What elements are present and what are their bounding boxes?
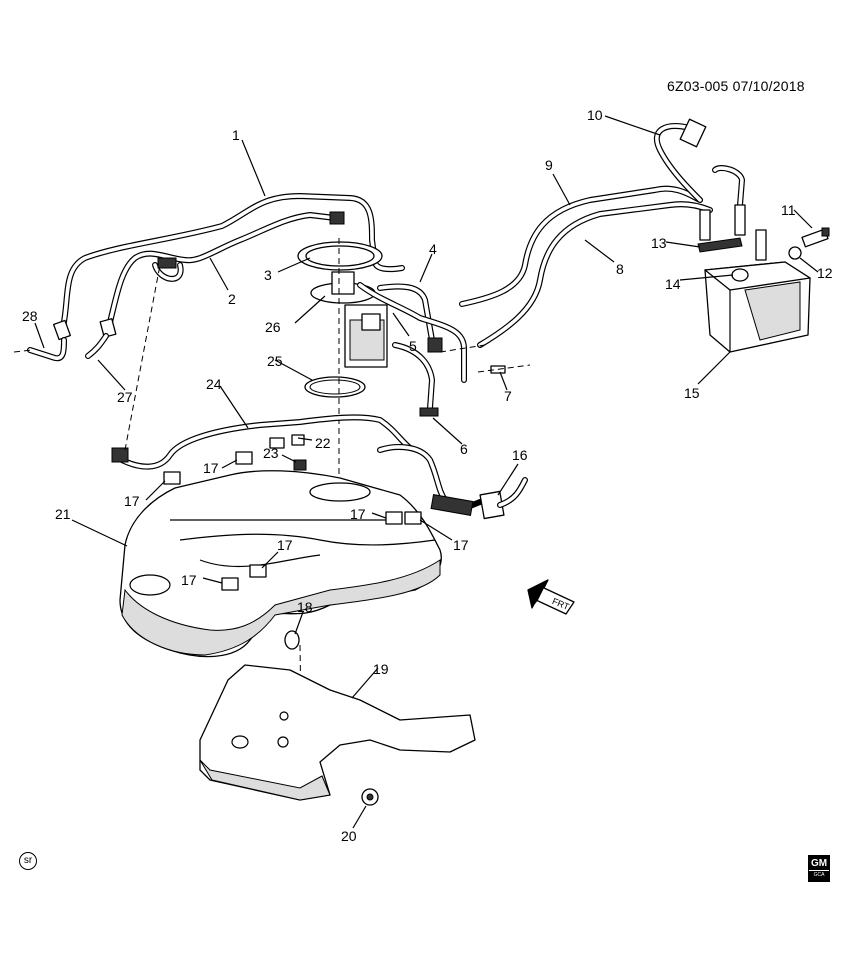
clip-14	[731, 268, 749, 282]
callout-27: 27	[117, 389, 133, 405]
callout-17-a: 17	[124, 493, 140, 509]
fuel-tank-21	[119, 470, 442, 658]
callout-11: 11	[781, 202, 796, 218]
callout-20: 20	[341, 828, 357, 844]
callout-1: 1	[232, 127, 240, 143]
bracket-13	[697, 237, 743, 253]
callout-leader-lines	[34, 115, 819, 829]
front-arrow-icon	[527, 579, 575, 615]
callout-4: 4	[429, 241, 437, 257]
callout-8: 8	[616, 261, 624, 277]
fuel-feed-line-4	[377, 283, 443, 353]
lock-ring-3	[297, 241, 383, 271]
callout-21: 21	[55, 506, 71, 522]
callout-9: 9	[545, 157, 553, 173]
callout-23: 23	[263, 445, 279, 461]
callout-15: 15	[684, 385, 700, 401]
callout-22: 22	[315, 435, 331, 451]
callout-28: 28	[22, 308, 38, 324]
gm-logo-top: GM	[809, 858, 829, 871]
callout-17-b: 17	[203, 460, 219, 476]
heat-shield-19	[199, 664, 476, 801]
callout-7: 7	[504, 388, 512, 404]
callout-2: 2	[228, 291, 236, 307]
document-id: 6Z03-005 07/10/2018	[667, 78, 805, 94]
evap-line-10	[653, 118, 745, 208]
callout-17-f: 17	[181, 572, 197, 588]
vapor-line-27	[85, 333, 109, 359]
callout-13: 13	[651, 235, 667, 251]
callout-12: 12	[817, 265, 833, 281]
evap-line-9	[459, 185, 703, 307]
callout-10: 10	[587, 107, 603, 123]
fuel-line-5	[357, 282, 467, 383]
sr-mark: sr	[19, 852, 37, 870]
gm-logo: GM GCA	[808, 855, 830, 882]
callout-19: 19	[373, 661, 389, 677]
callout-24: 24	[206, 376, 222, 392]
callout-18: 18	[297, 599, 313, 615]
callout-17-e: 17	[277, 537, 293, 553]
evap-line-8	[439, 201, 713, 353]
evap-canister-15	[699, 204, 811, 353]
callout-6: 6	[460, 441, 468, 457]
seal-12	[788, 246, 802, 260]
seal-25	[304, 376, 366, 398]
nut-20	[361, 788, 379, 806]
callout-16: 16	[512, 447, 528, 463]
callout-3: 3	[264, 267, 272, 283]
fuel-line-2	[99, 211, 345, 338]
callout-17-d: 17	[453, 537, 469, 553]
gm-logo-bottom: GCA	[813, 872, 825, 878]
clip-7	[477, 364, 531, 374]
callout-17-c: 17	[350, 506, 366, 522]
callout-26: 26	[265, 319, 281, 335]
vapor-line-28	[13, 337, 67, 362]
filter-11	[801, 227, 830, 248]
callout-5: 5	[409, 338, 417, 354]
pad-17	[163, 434, 422, 591]
connector-16	[430, 477, 528, 520]
vapor-line-24	[111, 264, 448, 503]
callout-14: 14	[665, 276, 681, 292]
callout-25: 25	[267, 353, 283, 369]
